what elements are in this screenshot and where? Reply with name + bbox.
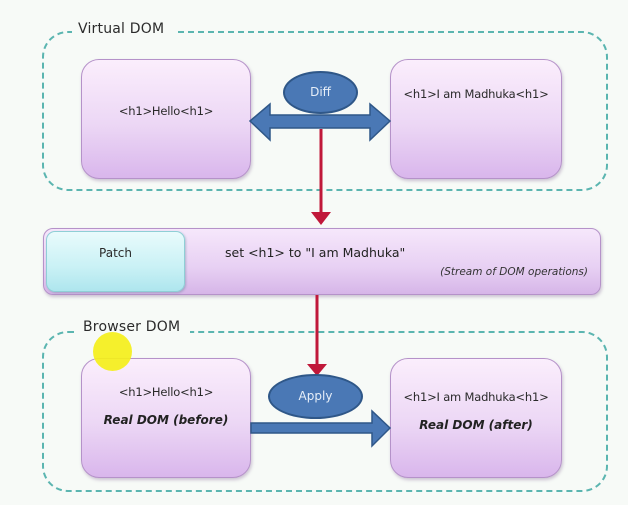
patch-bar: Patch set <h1> to "I am Madhuka" (Stream… <box>43 228 601 295</box>
cursor-highlight <box>93 332 132 371</box>
virtual-dom-group <box>42 31 608 191</box>
patch-note: (Stream of DOM operations) <box>440 266 588 278</box>
patch-label-box: Patch <box>46 231 185 292</box>
virtual-dom-before-node: <h1>Hello<h1> <box>81 59 251 179</box>
diff-ellipse: Diff <box>283 71 358 114</box>
node-code: <h1>Hello<h1> <box>118 385 214 399</box>
node-code: <h1>I am Madhuka<h1> <box>403 87 549 101</box>
node-code: <h1>Hello<h1> <box>118 104 214 118</box>
diff-label: Diff <box>310 85 331 99</box>
real-dom-after-node: <h1>I am Madhuka<h1> Real DOM (after) <box>390 358 562 478</box>
node-caption: Real DOM (before) <box>103 413 229 427</box>
diff-to-patch-arrowhead <box>311 212 331 225</box>
patch-operation: set <h1> to "I am Madhuka" <box>225 245 406 260</box>
apply-arrow <box>250 409 392 448</box>
patch-label: Patch <box>99 246 132 260</box>
diff-double-arrow <box>248 102 392 142</box>
real-dom-before-node: <h1>Hello<h1> Real DOM (before) <box>81 358 251 478</box>
virtual-dom-label: Virtual DOM <box>72 21 175 37</box>
apply-ellipse: Apply <box>268 374 363 419</box>
node-code: <h1>I am Madhuka<h1> <box>403 390 549 404</box>
browser-dom-label: Browser DOM <box>77 319 191 335</box>
browser-dom-group <box>42 331 608 492</box>
patch-to-apply-arrowhead <box>307 364 327 376</box>
node-caption: Real DOM (after) <box>419 418 533 432</box>
apply-label: Apply <box>298 389 333 403</box>
virtual-dom-after-node: <h1>I am Madhuka<h1> <box>390 59 562 179</box>
